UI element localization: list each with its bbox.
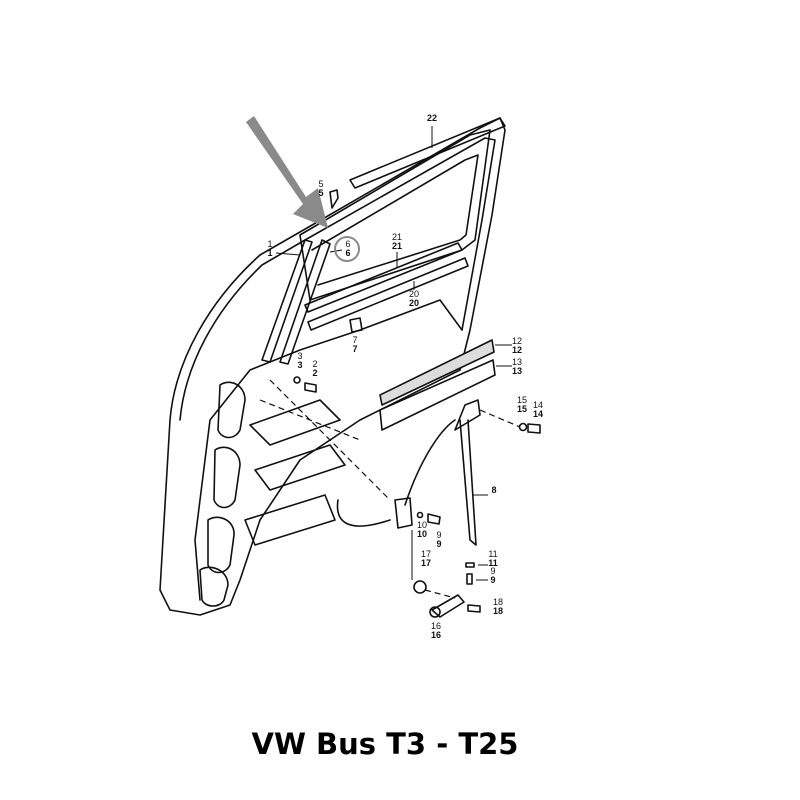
callout-text: 9 bbox=[490, 566, 496, 576]
callout-text: 21 bbox=[391, 232, 402, 242]
callout-text: 11 bbox=[488, 549, 498, 559]
callout-text: 5 bbox=[318, 188, 324, 198]
callout-text: 5 bbox=[318, 179, 324, 189]
callout-text: 16 bbox=[430, 630, 441, 640]
callout-text: 3 bbox=[297, 360, 303, 370]
callout-text: 6 bbox=[345, 239, 351, 249]
callout-text: 10 bbox=[416, 520, 427, 530]
callout-text: 13 bbox=[511, 366, 522, 376]
callout-text: 15 bbox=[516, 395, 527, 405]
callout-text: 11 bbox=[488, 558, 498, 568]
callout-text: 9 bbox=[490, 575, 496, 585]
callout-text: 22 bbox=[426, 113, 437, 123]
callout-text: 7 bbox=[352, 335, 358, 345]
callout-text: 20 bbox=[408, 298, 419, 308]
callout-text: 9 bbox=[436, 530, 442, 540]
part-16-crank bbox=[431, 594, 465, 618]
part-7-clip bbox=[349, 317, 363, 333]
callout-text: 8 bbox=[491, 485, 497, 495]
callout-text: 20 bbox=[408, 289, 419, 299]
callout-8: 8 bbox=[484, 486, 504, 495]
part-21-seal bbox=[304, 242, 463, 313]
part-17-washer bbox=[413, 580, 427, 594]
part-8-regulator bbox=[459, 419, 477, 546]
diagram-title: VW Bus T3 - T25 bbox=[251, 727, 519, 761]
callout-text: 7 bbox=[352, 344, 358, 354]
part-22-top-seal bbox=[349, 117, 506, 189]
part-1-channel bbox=[261, 239, 313, 363]
highlight-circle bbox=[334, 236, 360, 262]
callout-text: 16 bbox=[430, 621, 441, 631]
callout-22: 22 bbox=[422, 114, 442, 123]
callout-text: 21 bbox=[391, 241, 402, 251]
part-6-channel bbox=[279, 239, 331, 365]
callout-text: 3 bbox=[297, 351, 303, 361]
callout-text: 18 bbox=[492, 606, 503, 616]
callout-text: 9 bbox=[436, 539, 442, 549]
part-20-seal bbox=[307, 257, 469, 331]
callout-text: 18 bbox=[492, 597, 503, 607]
callout-text: 17 bbox=[420, 549, 431, 559]
callout-text: 12 bbox=[511, 336, 522, 346]
callout-text: 14 bbox=[532, 400, 543, 410]
callout-text: 2 bbox=[312, 368, 318, 378]
callout-text: 13 bbox=[511, 357, 522, 367]
callout-text: 1 bbox=[267, 248, 273, 258]
part-5-screw bbox=[329, 189, 339, 209]
callout-text: 17 bbox=[420, 558, 431, 568]
callout-text: 14 bbox=[532, 409, 543, 419]
part-12-strip bbox=[379, 339, 495, 406]
highlight-arrow-icon bbox=[246, 116, 328, 228]
callout-text: 1 bbox=[267, 239, 273, 249]
callout-text: 12 bbox=[511, 345, 522, 355]
door-shell-outline bbox=[159, 117, 506, 616]
callout-text: 2 bbox=[312, 359, 318, 369]
part-14-bolt bbox=[527, 423, 541, 434]
callout-text: 15 bbox=[516, 404, 527, 414]
part-2-bolt bbox=[304, 382, 317, 393]
part-13-rail bbox=[379, 359, 496, 431]
callout-text: 10 bbox=[416, 529, 427, 539]
callout-text: 6 bbox=[345, 248, 351, 258]
